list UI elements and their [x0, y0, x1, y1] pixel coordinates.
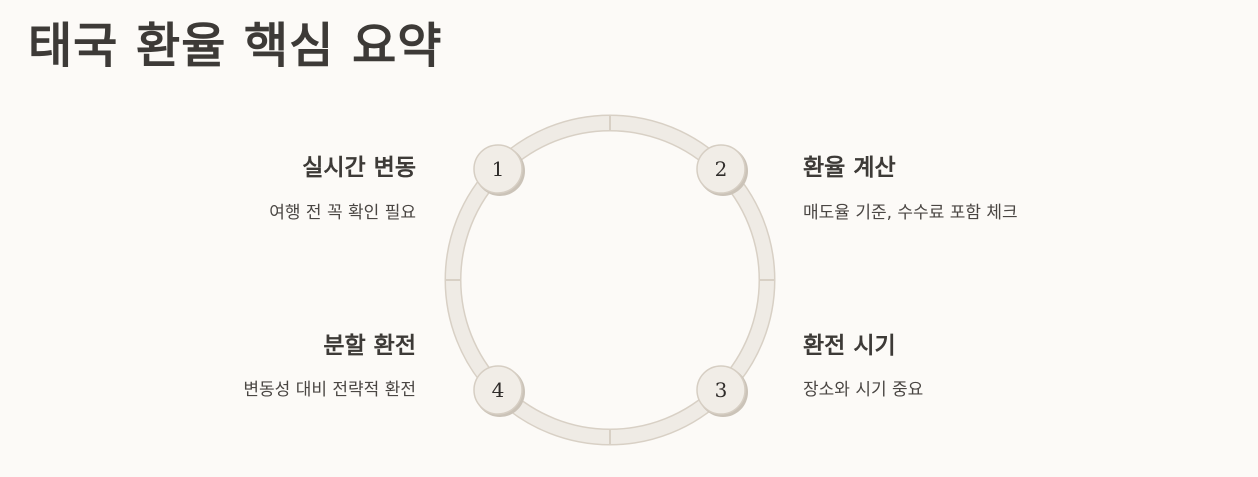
step-node-3-circle — [696, 365, 746, 415]
step-node-3: 3 — [696, 365, 748, 417]
step-4-title: 분할 환전 — [323, 333, 416, 359]
step-2-description: 매도율 기준, 수수료 포함 체크 — [803, 203, 1018, 223]
step-number-2: 2 — [715, 157, 728, 181]
step-1-description: 여행 전 꼭 확인 필요 — [269, 203, 416, 223]
step-node-2: 2 — [696, 144, 748, 196]
step-node-1-circle — [473, 144, 523, 194]
step-node-1: 1 — [473, 144, 525, 196]
step-number-4: 4 — [492, 378, 505, 402]
step-2-title: 환율 계산 — [803, 155, 896, 181]
step-3-title: 환전 시기 — [803, 333, 896, 359]
step-node-4: 4 — [473, 365, 525, 417]
step-4-description: 변동성 대비 전략적 환전 — [243, 380, 416, 400]
step-number-1: 1 — [492, 157, 505, 181]
step-3-description: 장소와 시기 중요 — [803, 380, 924, 400]
step-1-title: 실시간 변동 — [302, 155, 416, 181]
step-number-3: 3 — [715, 378, 728, 402]
step-node-2-circle — [696, 144, 746, 194]
page-title: 태국 환율 핵심 요약 — [28, 18, 443, 74]
step-node-4-circle — [473, 365, 523, 415]
